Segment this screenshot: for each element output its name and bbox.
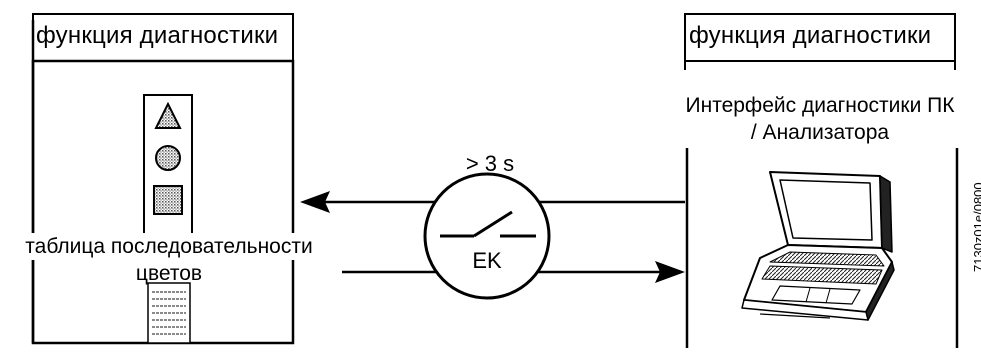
interface-label-line1: Интерфейс диагностики ПК bbox=[685, 94, 955, 117]
interface-label-line2: / Анализатора bbox=[750, 121, 890, 144]
switch-label: EK bbox=[472, 248, 502, 273]
right-panel-title: функция диагностики bbox=[689, 22, 932, 49]
left-panel-title: функция диагностики bbox=[36, 22, 279, 49]
table-label-line2: цветов bbox=[135, 262, 203, 285]
figure-code: 7130z01e/0800 bbox=[971, 182, 981, 272]
right-panel bbox=[684, 13, 959, 348]
table-label-line1: таблица последовательности bbox=[0, 233, 338, 260]
switch-icon bbox=[423, 172, 551, 300]
traffic-light-panel-icon bbox=[143, 94, 193, 241]
laptop-icon bbox=[741, 171, 895, 321]
duration-label: > 3 s bbox=[465, 151, 515, 176]
sequence-table-icon bbox=[147, 282, 191, 344]
